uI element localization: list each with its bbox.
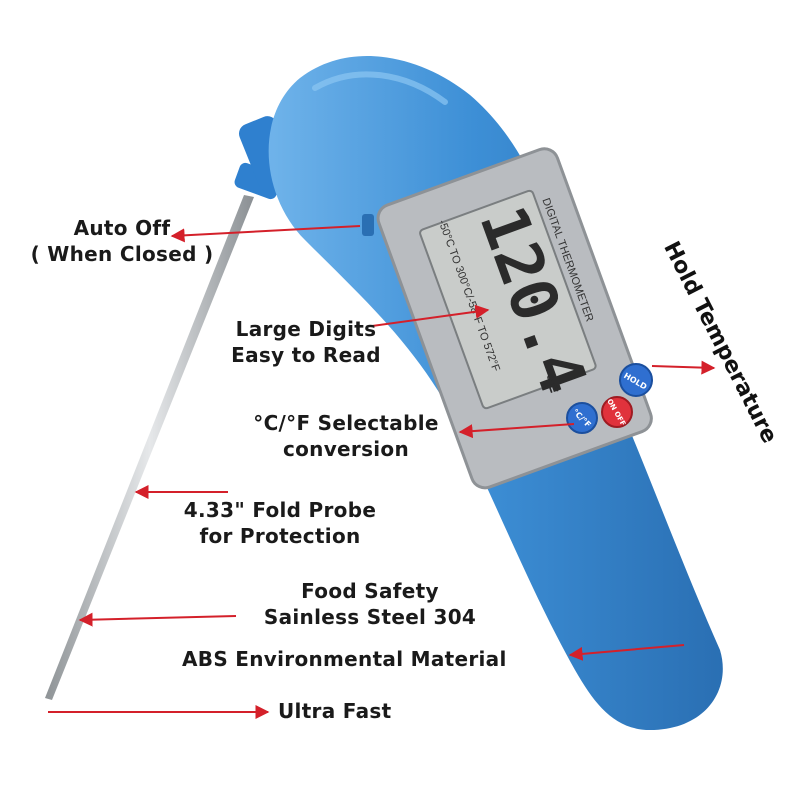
cf-button[interactable]: °C/°F <box>566 402 598 434</box>
callout-selectable: °C/°F Selectable conversion <box>253 411 439 461</box>
arrow-auto-off <box>170 225 361 243</box>
arrow-abs <box>568 644 685 661</box>
onoff-button[interactable]: ON OFF <box>601 396 633 428</box>
callout-food-safety: Food Safety Sainless Steel 304 <box>263 579 477 629</box>
arrow-hold <box>651 360 716 375</box>
callout-large-digits: Large Digits Easy to Read <box>231 317 381 367</box>
auto-off-switch <box>362 214 374 236</box>
callout-arrows <box>48 225 716 719</box>
callout-auto-off: Auto Off ( When Closed ) <box>30 216 214 266</box>
arrow-selectable <box>458 423 575 439</box>
callout-fold-probe: 4.33" Fold Probe for Protection <box>183 498 377 548</box>
callout-abs: ABS Environmental Material <box>182 647 507 671</box>
arrow-large-digits <box>371 304 490 327</box>
callout-ultra-fast: Ultra Fast <box>278 699 392 723</box>
arrow-food-safety <box>78 612 237 627</box>
hold-button[interactable]: HOLD <box>619 363 653 397</box>
